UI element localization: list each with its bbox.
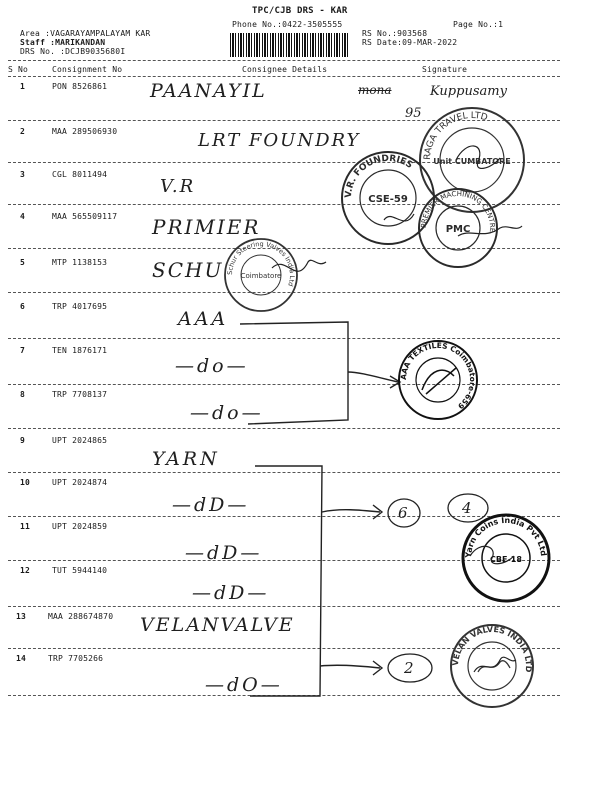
divider <box>8 204 560 205</box>
area-field: Area :VAGARAYAMPALAYAM KAR <box>20 29 151 38</box>
stamp-inner: CBE-18 <box>490 555 522 564</box>
divider <box>8 516 560 517</box>
drs-number: DRS No. :DCJB9035680I <box>20 47 126 56</box>
row-sno: 10 <box>20 478 31 487</box>
row-sno: 3 <box>20 170 26 179</box>
row-consignment: TUT 5944140 <box>52 566 108 575</box>
row-sno: 12 <box>20 566 31 575</box>
row-sno: 9 <box>20 436 26 445</box>
col-header-sno: S No <box>8 65 29 74</box>
divider <box>8 292 560 293</box>
row-sno: 5 <box>20 258 26 267</box>
row-sno: 6 <box>20 302 26 311</box>
row-consignee: —dD— <box>192 582 270 604</box>
divider <box>8 60 560 61</box>
row-consignee: PAANAYIL <box>150 80 267 102</box>
col-header-consignment: Consignment No <box>52 65 123 74</box>
divider <box>8 162 560 163</box>
barcode-image <box>230 33 350 57</box>
company-stamp: AAA TEXTILES Coimbatore-659 <box>396 338 480 422</box>
row-sno: 2 <box>20 127 26 136</box>
row-sno: 14 <box>16 654 27 663</box>
divider <box>8 384 560 385</box>
row-consignment: UPT 2024859 <box>52 522 108 531</box>
divider <box>8 648 560 649</box>
company-stamp: PREMIER MACHINING CENTRE PMC <box>416 186 500 270</box>
row-consignment: MAA 565509117 <box>52 212 118 221</box>
staff-field: Staff :MARIKANDAN <box>20 38 106 47</box>
row-consignment: PON 8526861 <box>52 82 108 91</box>
row-sno: 13 <box>16 612 27 621</box>
row-consignee: LRT FOUNDRY <box>198 130 361 151</box>
divider <box>8 472 560 473</box>
row-consignment: CGL 8011494 <box>52 170 108 179</box>
row-consignee: SCHU <box>152 258 224 282</box>
row-consignment: MTP 1138153 <box>52 258 108 267</box>
divider <box>8 120 560 121</box>
col-header-consignee: Consignee Details <box>242 65 328 74</box>
row-consignment: TRP 7708137 <box>52 390 108 399</box>
row-signature: Kuppusamy <box>430 84 507 99</box>
phone-number: Phone No.:0422-3505555 <box>232 20 343 29</box>
count-note: 2 <box>404 659 414 677</box>
row-consignment: MAA 289506930 <box>52 127 118 136</box>
rs-number: RS No.:903568 <box>362 29 428 38</box>
row-consignee: —dO— <box>205 674 283 696</box>
rs-date: RS Date:09-MAR-2022 <box>362 38 458 47</box>
row-consignee: —do— <box>190 402 264 424</box>
row-consignment: UPT 2024874 <box>52 478 108 487</box>
row-consignee: —do— <box>175 355 249 377</box>
row-sno: 8 <box>20 390 26 399</box>
divider <box>8 76 560 77</box>
row-sno: 11 <box>20 522 31 531</box>
row-consignment: UPT 2024865 <box>52 436 108 445</box>
divider <box>8 606 560 607</box>
document-title: TPC/CJB DRS - KAR <box>252 6 348 16</box>
row-consignee: AAA <box>178 308 229 330</box>
row-sno: 1 <box>20 82 26 91</box>
row-consignment: TRP 4017695 <box>52 302 108 311</box>
row-number-note: 95 <box>405 106 422 121</box>
stamp-inner: Unit CUMBATORE <box>433 157 510 166</box>
row-consignee: V.R <box>160 176 196 197</box>
stamp-inner: Coimbatore <box>241 272 282 280</box>
company-stamp: Yarn Coins India Pvt Ltd CBE-18 <box>460 512 552 604</box>
row-sno: 4 <box>20 212 26 221</box>
stamp-inner: PMC <box>446 224 471 235</box>
row-consignment: TRP 7705266 <box>48 654 104 663</box>
row-consignee: —dD— <box>172 494 250 516</box>
company-stamp: Schur Steering Valves India Ltd Coimbato… <box>222 236 300 314</box>
divider <box>8 560 560 561</box>
row-sno: 7 <box>20 346 26 355</box>
col-header-signature: Signature <box>422 65 468 74</box>
company-stamp: VELAN VALVES INDIA LTD <box>448 622 536 710</box>
row-consignment: MAA 288674870 <box>48 612 114 621</box>
divider <box>8 248 560 249</box>
row-consignee: —dD— <box>185 542 263 564</box>
count-note: 4 <box>462 499 472 517</box>
stamp-inner: CSE-59 <box>368 194 408 205</box>
page-number: Page No.:1 <box>453 20 504 29</box>
row-consignee: VELANVALVE <box>140 614 295 636</box>
count-note: 6 <box>398 504 408 522</box>
row-consignee: PRIMIER <box>152 215 261 239</box>
divider <box>8 428 560 429</box>
row-consignee: YARN <box>152 448 220 470</box>
row-mark: mona <box>358 83 392 97</box>
row-consignment: TEN 1876171 <box>52 346 108 355</box>
divider <box>8 338 560 339</box>
